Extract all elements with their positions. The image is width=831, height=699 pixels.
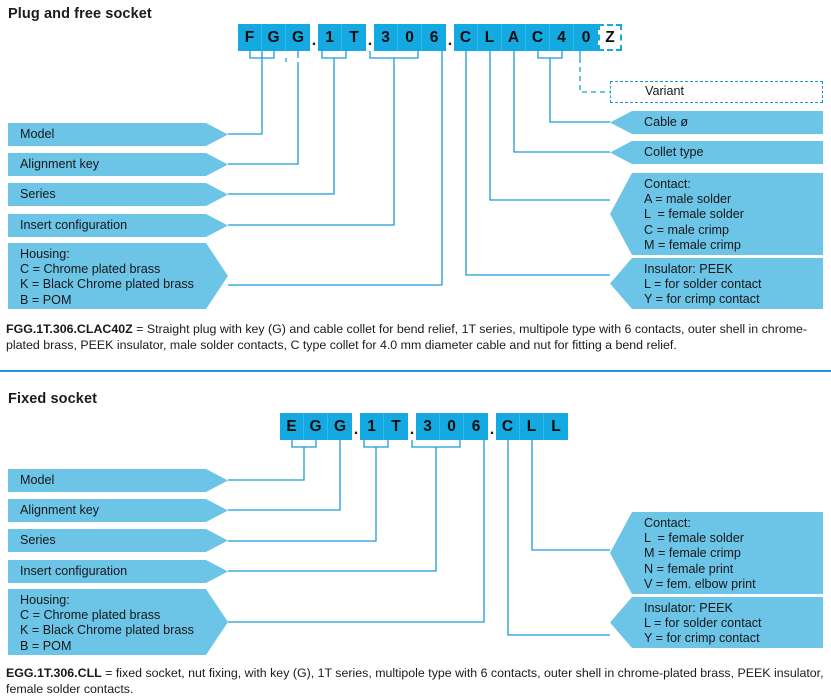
code-char-G1[interactable]: G: [304, 413, 328, 440]
label-fixed-model: Model: [8, 469, 228, 492]
label-text: Insulator: PEEK L = for solder contact Y…: [644, 262, 762, 307]
section-title-plug: Plug and free socket: [8, 6, 152, 22]
label-plug-alignment-key: Alignment key: [8, 153, 228, 176]
label-text: Insulator: PEEK L = for solder contact Y…: [644, 601, 762, 646]
code-group-series: 1 T: [360, 413, 408, 440]
leader-lines-fixed: [228, 440, 610, 636]
code-group-series: 1 T: [318, 24, 366, 51]
code-separator-2: .: [367, 32, 373, 49]
code-char-T[interactable]: T: [342, 24, 366, 51]
label-plug-insulator: Insulator: PEEK L = for solder contact Y…: [610, 258, 823, 309]
caption-body: = Straight plug with key (G) and cable c…: [6, 322, 808, 352]
code-char-F[interactable]: F: [238, 24, 262, 51]
label-text: Variant: [645, 84, 684, 99]
caption-code: EGG.1T.306.CLL: [6, 666, 102, 680]
code-char-1[interactable]: 1: [318, 24, 342, 51]
code-char-1[interactable]: 1: [360, 413, 384, 440]
code-char-L-insulator[interactable]: L: [520, 413, 544, 440]
label-text: Collet type: [644, 144, 704, 159]
code-group-suffix: C L L: [496, 413, 568, 440]
code-row-plug: F G G . 1 T . 3 0 6 . C L A C 4 0 Z: [238, 24, 622, 51]
code-group-model-key: F G G: [238, 24, 310, 51]
caption-plug: FGG.1T.306.CLAC40Z = Straight plug with …: [6, 322, 831, 353]
label-plug-model: Model: [8, 123, 228, 146]
caption-fixed: EGG.1T.306.CLL = fixed socket, nut fixin…: [6, 666, 831, 697]
label-text: Housing: C = Chrome plated brass K = Bla…: [20, 593, 194, 653]
code-separator-1: .: [353, 421, 359, 438]
label-text: Contact: L = female solder M = female cr…: [644, 516, 756, 591]
code-char-Z-variant[interactable]: Z: [598, 24, 622, 51]
label-plug-series: Series: [8, 183, 228, 206]
code-group-insert: 3 0 6: [374, 24, 446, 51]
label-text: Insert configuration: [20, 217, 128, 232]
section-divider: [0, 370, 831, 372]
code-char-6[interactable]: 6: [422, 24, 446, 51]
label-text: Cable ø: [644, 114, 689, 129]
code-char-C-housing[interactable]: C: [454, 24, 478, 51]
label-text: Series: [20, 532, 56, 547]
label-text: Alignment key: [20, 156, 100, 171]
code-char-G2[interactable]: G: [328, 413, 352, 440]
label-text: Model: [20, 126, 55, 141]
label-plug-insert-configuration: Insert configuration: [8, 214, 228, 237]
code-char-A-contact[interactable]: A: [502, 24, 526, 51]
code-separator-3: .: [447, 32, 453, 49]
leader-lines-plug: [228, 51, 610, 286]
label-plug-variant: Variant: [610, 81, 823, 103]
label-fixed-insert-configuration: Insert configuration: [8, 560, 228, 583]
code-group-suffix: C L A C 4 0: [454, 24, 598, 51]
label-fixed-contact: Contact: L = female solder M = female cr…: [610, 512, 823, 594]
section-title-fixed: Fixed socket: [8, 391, 98, 407]
code-char-E[interactable]: E: [280, 413, 304, 440]
code-separator-3: .: [489, 421, 495, 438]
label-plug-collet-type: Collet type: [610, 141, 823, 164]
label-text: Insert configuration: [20, 563, 128, 578]
code-char-T[interactable]: T: [384, 413, 408, 440]
code-char-C-collet[interactable]: C: [526, 24, 550, 51]
code-separator-1: .: [311, 32, 317, 49]
label-plug-cable-diameter: Cable ø: [610, 111, 823, 134]
label-fixed-insulator: Insulator: PEEK L = for solder contact Y…: [610, 597, 823, 648]
code-char-4[interactable]: 4: [550, 24, 574, 51]
label-fixed-series: Series: [8, 529, 228, 552]
code-char-L-insulator[interactable]: L: [478, 24, 502, 51]
label-plug-contact: Contact: A = male solder L = female sold…: [610, 173, 823, 255]
code-char-3[interactable]: 3: [374, 24, 398, 51]
code-separator-2: .: [409, 421, 415, 438]
code-char-3[interactable]: 3: [416, 413, 440, 440]
label-text: Series: [20, 186, 56, 201]
code-char-0[interactable]: 0: [440, 413, 464, 440]
label-fixed-alignment-key: Alignment key: [8, 499, 228, 522]
code-char-G2[interactable]: G: [286, 24, 310, 51]
code-char-L-contact[interactable]: L: [544, 413, 568, 440]
code-char-6[interactable]: 6: [464, 413, 488, 440]
label-text: Contact: A = male solder L = female sold…: [644, 177, 744, 252]
code-row-fixed: E G G . 1 T . 3 0 6 . C L L: [280, 413, 568, 440]
label-text: Housing: C = Chrome plated brass K = Bla…: [20, 247, 194, 307]
code-char-G1[interactable]: G: [262, 24, 286, 51]
label-text: Model: [20, 472, 55, 487]
code-group-model-key: E G G: [280, 413, 352, 440]
code-char-0[interactable]: 0: [398, 24, 422, 51]
code-char-0-cable[interactable]: 0: [574, 24, 598, 51]
code-char-C-housing[interactable]: C: [496, 413, 520, 440]
label-text: Alignment key: [20, 502, 100, 517]
caption-body: = fixed socket, nut fixing, with key (G)…: [6, 666, 824, 696]
code-group-insert: 3 0 6: [416, 413, 488, 440]
caption-code: FGG.1T.306.CLAC40Z: [6, 322, 133, 336]
label-plug-housing: Housing: C = Chrome plated brass K = Bla…: [8, 243, 228, 309]
label-fixed-housing: Housing: C = Chrome plated brass K = Bla…: [8, 589, 228, 655]
